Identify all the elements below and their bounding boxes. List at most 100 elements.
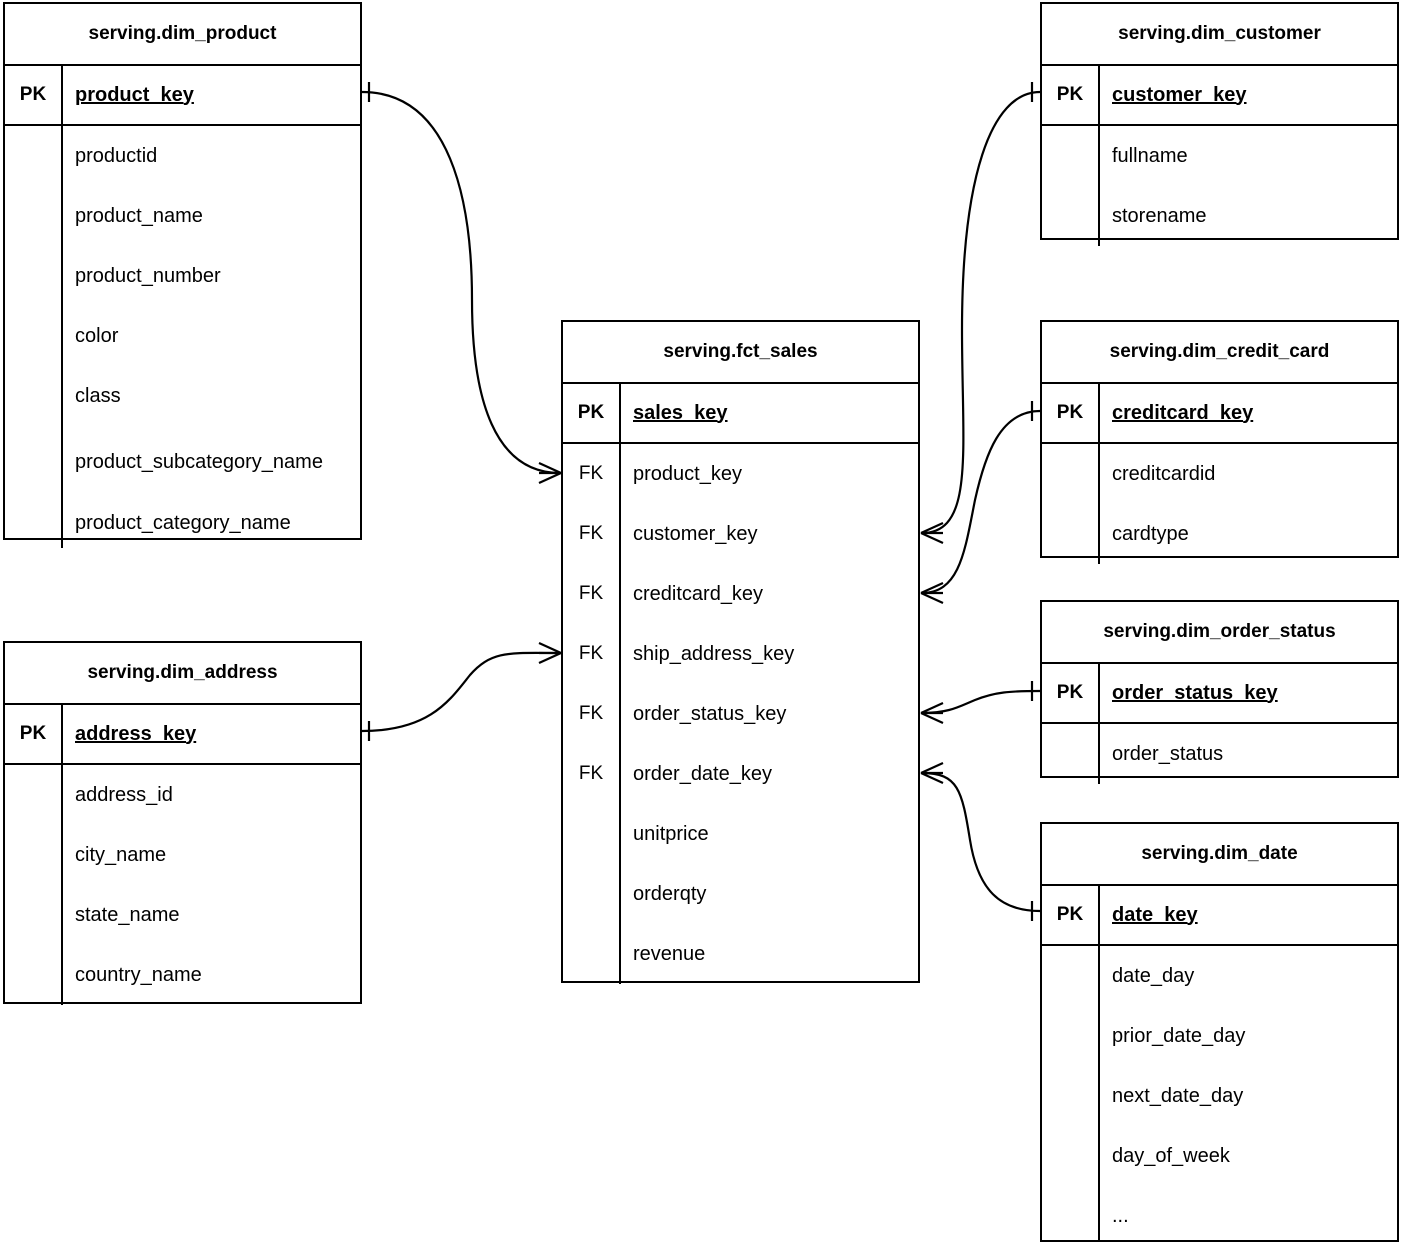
row-dim-product-pk[interactable]: PK product_key: [5, 66, 360, 126]
row-field[interactable]: order_status: [1042, 724, 1397, 784]
entity-dim-credit-card[interactable]: serving.dim_credit_card PK creditcard_ke…: [1040, 320, 1399, 564]
row-field[interactable]: orderqty: [563, 864, 918, 924]
row-field[interactable]: creditcardid: [1042, 444, 1397, 504]
row-field[interactable]: revenue: [563, 924, 918, 984]
key-label-fk: FK: [563, 444, 621, 504]
field-order-status: order_status: [1112, 742, 1224, 765]
key-label-empty: [1042, 946, 1100, 1006]
key-label-empty: [1042, 444, 1100, 504]
relationship-address: [361, 641, 562, 741]
key-label-empty: [5, 498, 63, 548]
entity-title-fct-sales: serving.fct_sales: [563, 322, 918, 384]
field-order-status-key: order_status_key: [633, 702, 787, 725]
row-field[interactable]: product_name: [5, 186, 360, 246]
row-field[interactable]: address_id: [5, 765, 360, 825]
key-label-empty: [1042, 126, 1100, 186]
field-orderqty: orderqty: [633, 882, 707, 905]
row-field-fk[interactable]: FK ship_address_key: [563, 624, 918, 684]
key-label-pk: PK: [1042, 664, 1100, 722]
row-field[interactable]: product_category_name: [5, 498, 360, 548]
row-field[interactable]: cardtype: [1042, 504, 1397, 564]
crow-foot-customer: [920, 521, 944, 545]
entity-title-dim-address: serving.dim_address: [5, 643, 360, 705]
row-dim-customer-pk[interactable]: PK customer_key: [1042, 66, 1397, 126]
row-field-fk[interactable]: FK product_key: [563, 444, 918, 504]
key-label-empty: [1042, 186, 1100, 246]
key-label-empty: [5, 246, 63, 306]
relationship-line-credit-card: [921, 409, 1041, 595]
field-color: color: [75, 324, 119, 347]
entity-dim-date[interactable]: serving.dim_date PK date_key date_day pr…: [1040, 822, 1399, 1242]
field-class: class: [75, 384, 121, 407]
row-dim-date-pk[interactable]: PK date_key: [1042, 886, 1397, 946]
entity-dim-product[interactable]: serving.dim_product PK product_key produ…: [3, 2, 362, 548]
relationship-line-address: [361, 651, 561, 733]
key-label-empty: [1042, 504, 1100, 564]
row-field-fk[interactable]: FK creditcard_key: [563, 564, 918, 624]
entity-dim-order-status[interactable]: serving.dim_order_status PK order_status…: [1040, 600, 1399, 784]
row-field[interactable]: prior_date_day: [1042, 1006, 1397, 1066]
field-state-name: state_name: [75, 903, 180, 926]
entity-title-dim-customer: serving.dim_customer: [1042, 4, 1397, 66]
fields-fct-sales: FK product_key FK customer_key FK credit…: [563, 444, 918, 984]
row-field-fk[interactable]: FK order_status_key: [563, 684, 918, 744]
row-field-fk[interactable]: FK customer_key: [563, 504, 918, 564]
field-day-of-week: day_of_week: [1112, 1144, 1230, 1167]
row-dim-credit-card-pk[interactable]: PK creditcard_key: [1042, 384, 1397, 444]
row-field[interactable]: next_date_day: [1042, 1066, 1397, 1126]
field-product-category-name: product_category_name: [75, 511, 291, 534]
field-prior-date-day: prior_date_day: [1112, 1024, 1246, 1047]
key-label-empty: [563, 804, 621, 864]
row-field[interactable]: date_day: [1042, 946, 1397, 1006]
row-field[interactable]: country_name: [5, 945, 360, 1005]
row-field[interactable]: unitprice: [563, 804, 918, 864]
row-field[interactable]: productid: [5, 126, 360, 186]
field-country-name: country_name: [75, 963, 202, 986]
field-unitprice: unitprice: [633, 822, 709, 845]
field-address-id: address_id: [75, 783, 173, 806]
field-sales-key: sales_key: [633, 401, 728, 424]
row-field[interactable]: day_of_week: [1042, 1126, 1397, 1186]
relationship-date: [920, 761, 1041, 921]
field-customer-key: customer_key: [1112, 83, 1247, 106]
entity-title-dim-order-status: serving.dim_order_status: [1042, 602, 1397, 664]
relationship-order-status: [920, 681, 1041, 725]
key-label-fk: FK: [563, 744, 621, 804]
relationship-line-customer: [921, 90, 1041, 535]
fields-dim-date: date_day prior_date_day next_date_day da…: [1042, 946, 1397, 1242]
key-label-pk: PK: [1042, 384, 1100, 442]
key-label-empty: [1042, 1006, 1100, 1066]
field-address-key: address_key: [75, 722, 197, 745]
entity-dim-customer[interactable]: serving.dim_customer PK customer_key ful…: [1040, 2, 1399, 246]
key-label-empty: [5, 945, 63, 1005]
row-fct-sales-pk[interactable]: PK sales_key: [563, 384, 918, 444]
row-field-fk[interactable]: FK order_date_key: [563, 744, 918, 804]
row-field[interactable]: state_name: [5, 885, 360, 945]
crow-foot-product: [538, 461, 562, 485]
entity-dim-address[interactable]: serving.dim_address PK address_key addre…: [3, 641, 362, 1005]
entity-fct-sales[interactable]: serving.fct_sales PK sales_key FK produc…: [561, 320, 920, 984]
key-label-empty: [1042, 1186, 1100, 1242]
key-label-empty: [1042, 1066, 1100, 1126]
row-field[interactable]: product_number: [5, 246, 360, 306]
row-field[interactable]: city_name: [5, 825, 360, 885]
row-field[interactable]: ...: [1042, 1186, 1397, 1242]
row-field[interactable]: product_subcategory_name: [5, 426, 360, 498]
row-dim-address-pk[interactable]: PK address_key: [5, 705, 360, 765]
field-revenue: revenue: [633, 942, 706, 965]
field-ellipsis: ...: [1112, 1204, 1129, 1227]
row-field[interactable]: class: [5, 366, 360, 426]
row-field[interactable]: storename: [1042, 186, 1397, 246]
key-label-empty: [563, 864, 621, 924]
fields-dim-credit-card: creditcardid cardtype: [1042, 444, 1397, 564]
fields-dim-customer: fullname storename: [1042, 126, 1397, 246]
key-label-empty: [5, 426, 63, 498]
row-field[interactable]: fullname: [1042, 126, 1397, 186]
key-label-fk: FK: [563, 504, 621, 564]
relationship-customer: [920, 82, 1041, 545]
field-date-key: date_key: [1112, 903, 1198, 926]
row-field[interactable]: color: [5, 306, 360, 366]
row-dim-order-status-pk[interactable]: PK order_status_key: [1042, 664, 1397, 724]
field-order-status-key: order_status_key: [1112, 681, 1278, 704]
